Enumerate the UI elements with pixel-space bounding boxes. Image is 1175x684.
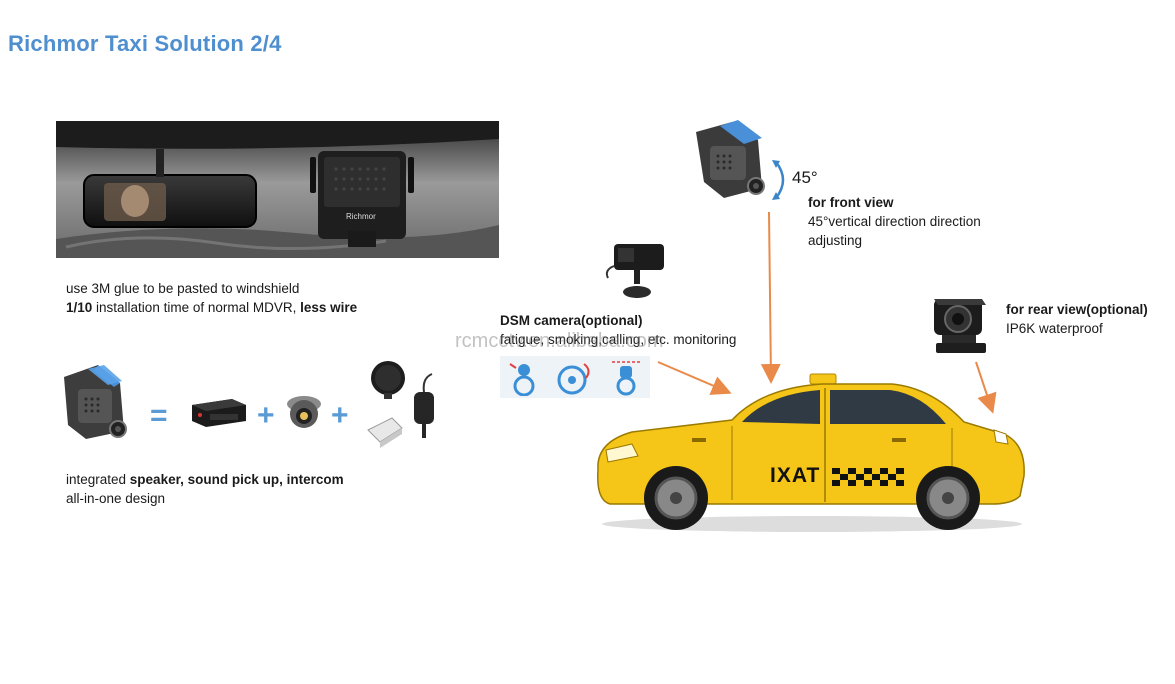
device-brand-label: Richmor bbox=[346, 212, 376, 221]
windshield-photo bbox=[56, 121, 499, 258]
rear-camera-image bbox=[928, 295, 994, 359]
dsm-desc: fatigue, smoking,calling, etc. monitorin… bbox=[500, 332, 737, 347]
rear-view-heading: for rear view(optional) bbox=[1006, 302, 1148, 317]
integration-text-line2: all-in-one design bbox=[66, 491, 166, 506]
integrated-features: speaker, sound pick up, intercom bbox=[129, 472, 344, 487]
taxi-image bbox=[592, 372, 1032, 534]
fatigue-icon bbox=[509, 363, 535, 396]
front-view-desc-line1: 45°vertical direction direction bbox=[808, 214, 981, 229]
rear-camera-arrow bbox=[975, 361, 997, 414]
integrated-prefix: integrated bbox=[66, 472, 130, 487]
angle-label: 45° bbox=[792, 168, 818, 187]
rear-view-desc: IP6K waterproof bbox=[1006, 321, 1103, 336]
front-camera-arrow bbox=[760, 211, 781, 384]
install-time-text: installation time of normal MDVR, bbox=[92, 300, 301, 315]
install-time-ratio: 1/10 bbox=[66, 300, 93, 315]
taxi-door-text: IXAT bbox=[770, 464, 821, 487]
windshield-text-line1: use 3M glue to be pasted to windshield bbox=[66, 281, 300, 296]
page-title: Richmor Taxi Solution 2/4 bbox=[8, 31, 282, 56]
calling-icon bbox=[557, 363, 590, 395]
front-camera-image bbox=[692, 118, 772, 202]
all-in-one-camera-image bbox=[58, 363, 138, 443]
dsm-icons-strip bbox=[500, 356, 650, 398]
plus-sign-2: + bbox=[331, 399, 349, 432]
dsm-camera-arrow bbox=[657, 361, 732, 395]
windshield-text-line2: 1/10 installation time of normal MDVR, l… bbox=[66, 298, 357, 317]
front-view-heading: for front view bbox=[808, 195, 894, 210]
equals-sign: = bbox=[150, 399, 168, 432]
watermark: rcmcctv.en.alibaba.com bbox=[455, 330, 664, 352]
mdvr-box-image bbox=[188, 395, 248, 431]
front-view-desc-line2: adjusting bbox=[808, 233, 863, 248]
accessories-image bbox=[362, 358, 442, 454]
plus-sign-1: + bbox=[257, 399, 275, 432]
dome-camera-image bbox=[284, 392, 324, 432]
dsm-heading: DSM camera(optional) bbox=[500, 313, 643, 328]
integration-text-line1: integrated speaker, sound pick up, inter… bbox=[66, 470, 344, 489]
less-wire-text: less wire bbox=[300, 300, 358, 315]
dsm-camera-image bbox=[604, 240, 668, 304]
rotation-arrow-icon bbox=[770, 158, 792, 202]
driver-icon bbox=[612, 361, 640, 396]
